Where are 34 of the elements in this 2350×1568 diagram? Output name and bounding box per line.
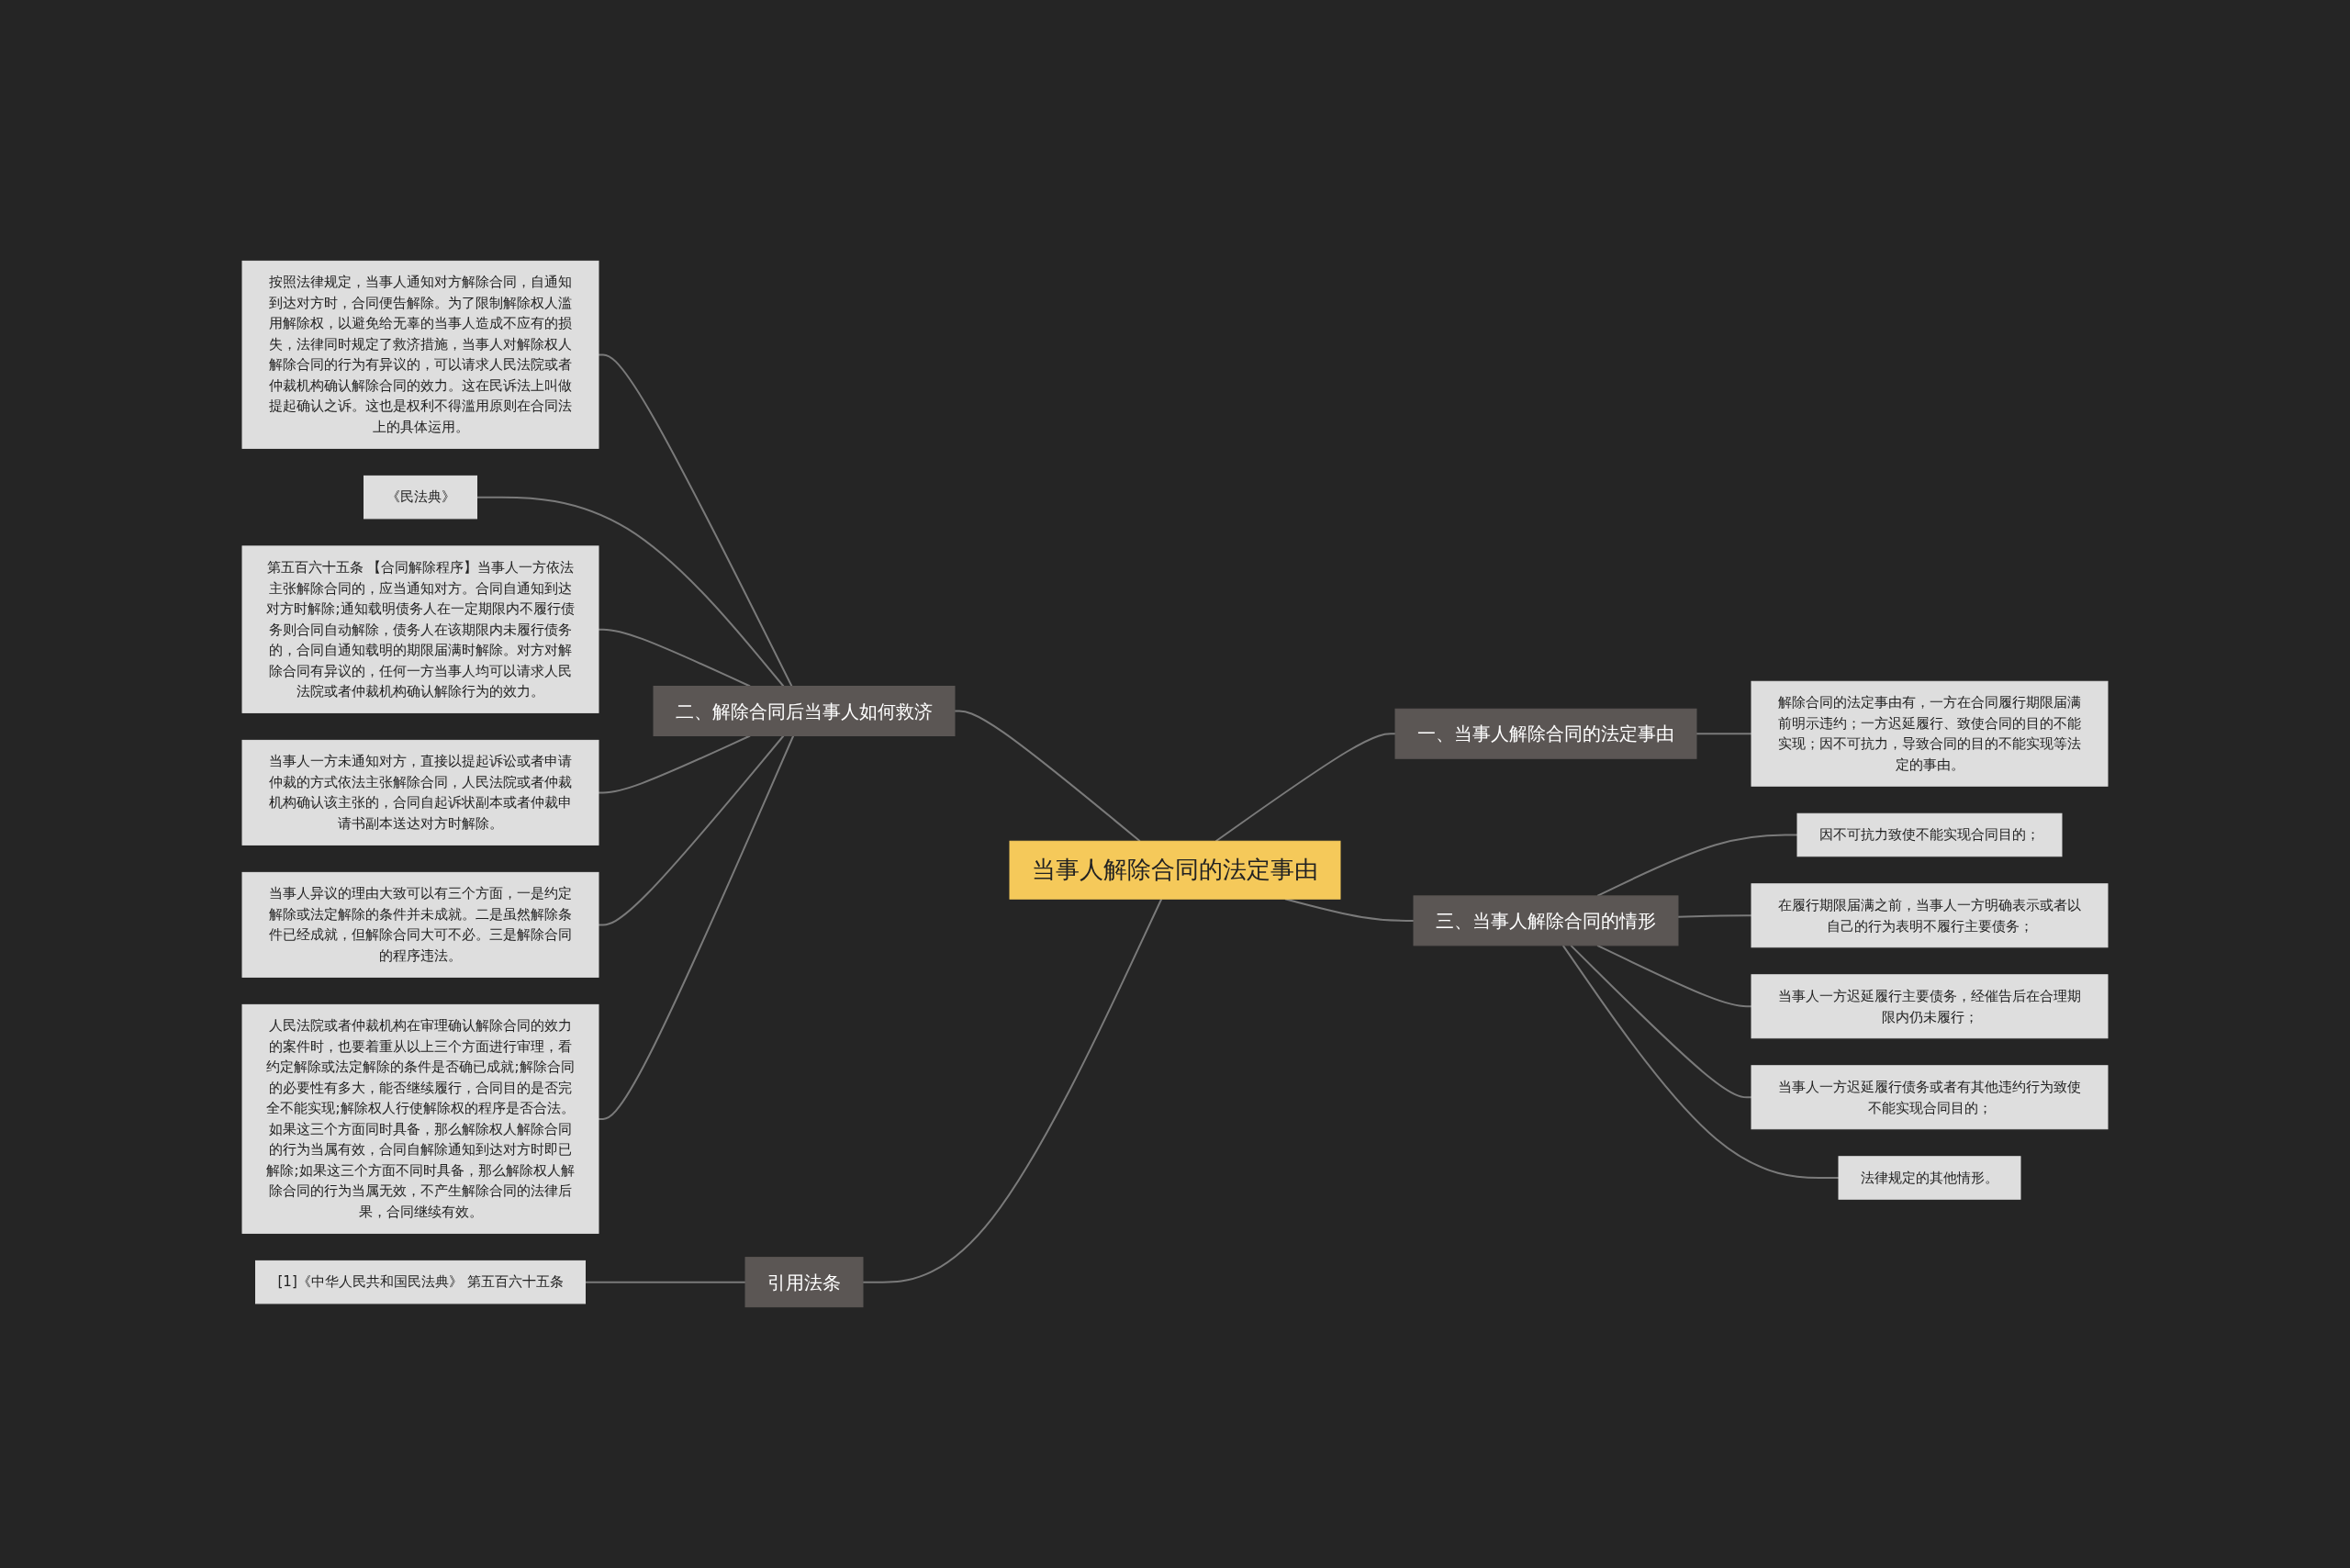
connector: [862, 898, 1163, 1283]
connector: [954, 710, 1141, 843]
connector: [1677, 914, 1752, 918]
node-box: 因不可抗力致使不能实现合同目的；: [1796, 812, 2063, 857]
connector: [1596, 944, 1752, 1008]
connector: [1570, 944, 1752, 1099]
node-box: 当事人一方迟延履行主要债务，经催告后在合理期限内仍未履行；: [1751, 974, 2109, 1039]
connector: [598, 734, 752, 794]
node-box: 第五百六十五条 【合同解除程序】当事人一方依法主张解除合同的，应当通知对方。合同自通知到达对方时解除;通知载明债务人在一定期限内不履行债务则合同自动解除，债务人在该期限内未履行债务的，合同自通知载明的期限届满时解除。对方对解除合同有异议的，任何一方当事人均可以请求人民法院或者仲裁机构确认解除行为的效力。: [241, 545, 599, 713]
connector: [598, 734, 785, 926]
connector: [598, 628, 752, 688]
node-box: 在履行期限届满之前，当事人一方明确表示或者以自己的行为表明不履行主要债务；: [1751, 883, 2109, 948]
node-box: 解除合同的法定事由有，一方在合同履行期限届满前明示违约；一方迟延履行、致使合同的目的不能实现；因不可抗力，导致合同的目的不能实现等法定的事由。: [1751, 680, 2109, 787]
node-box: 一、当事人解除合同的法定事由: [1394, 708, 1697, 759]
node-box: 当事人解除合同的法定事由: [1009, 840, 1341, 900]
node-box: 引用法条: [744, 1257, 864, 1308]
connector: [584, 1281, 746, 1283]
connector: [1214, 733, 1396, 843]
connector: [1561, 944, 1840, 1179]
connector: [1695, 733, 1752, 735]
node-box: 三、当事人解除合同的情形: [1413, 895, 1679, 946]
node-box: 法律规定的其他情形。: [1838, 1156, 2021, 1200]
node-box: [1]《中华人民共和国民法典》 第五百六十五条: [255, 1260, 586, 1305]
connector: [598, 353, 793, 688]
node-box: 人民法院或者仲裁机构在审理确认解除合同的效力的案件时，也要着重从以上三个方面进行审理，看约定解除或法定解除的条件是否确已成就;解除合同的必要性有多大，能否继续履行，合同目的是否完全不能实现;解除权人行使解除权的程序是否合法。如果这三个方面同时具备，那么解除权人解除合同的行为当属有效，合同自解除通知到达对方时即已解除;如果这三个方面不同时具备，那么解除权人解除合同的行为当属无效，不产生解除合同的法律后果，合同继续有效。: [241, 1003, 599, 1234]
node-box: 当事人一方未通知对方，直接以提起诉讼或者申请仲裁的方式依法主张解除合同，人民法院或者仲裁机构确认该主张的，合同自起诉状副本或者仲裁申请书副本送达对方时解除。: [241, 739, 599, 846]
node-box: 按照法律规定，当事人通知对方解除合同，自通知到达对方时，合同便告解除。为了限制解除权人滥用解除权，以避免给无辜的当事人造成不应有的损失，法律同时规定了救济措施，当事人对解除权人解除合同的行为有异议的，可以请求人民法院或者仲裁机构确认解除合同的效力。这在民诉法上叫做提起确认之诉。这也是权利不得滥用原则在合同法上的具体运用。: [241, 260, 599, 449]
node-box: 二、解除合同后当事人如何救济: [653, 686, 956, 736]
node-box: 当事人一方迟延履行债务或者有其他违约行为致使不能实现合同目的；: [1751, 1065, 2109, 1130]
connector: [598, 734, 795, 1120]
node-box: 《民法典》: [364, 475, 477, 520]
connector: [1596, 834, 1798, 897]
connector: [476, 496, 785, 688]
node-box: 当事人异议的理由大致可以有三个方面，一是约定解除或法定解除的条件并未成就。二是虽然解除条件已经成就，但解除合同大可不必。三是解除合同的程序违法。: [241, 871, 599, 978]
